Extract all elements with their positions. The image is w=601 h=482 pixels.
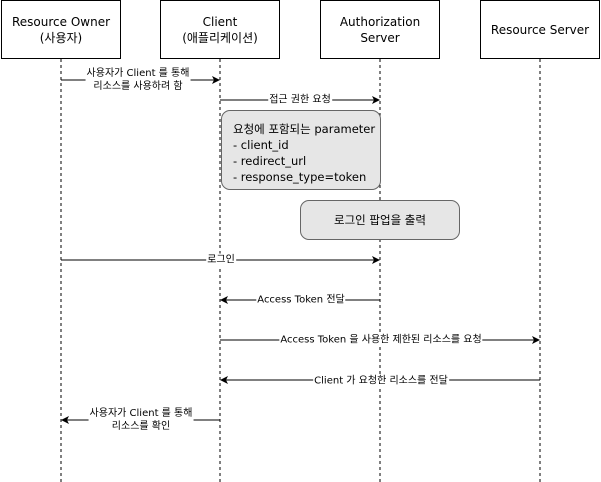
actor-resource-server: Resource Server — [480, 0, 600, 59]
message-label-resource-request: Access Token 을 사용한 제한된 리소스를 요청 — [279, 333, 483, 347]
lifelines — [60, 59, 541, 482]
actor-resource-owner: Resource Owner (사용자) — [1, 0, 121, 59]
actor-resource-server-name: Resource Server — [490, 22, 590, 37]
message-label-token-delivery: Access Token 전달 — [256, 293, 346, 307]
note-param-response-type: - response_type=token — [233, 170, 367, 184]
note-login-popup-text: 로그인 팝업을 출력 — [334, 213, 426, 227]
actor-authorization-server: Authorization Server — [320, 0, 440, 59]
note-title: 요청에 포함되는 parameter — [233, 122, 376, 136]
note-request-parameters: 요청에 포함되는 parameter - client_id - redirec… — [221, 110, 381, 190]
message-label-resource-delivery: Client 가 요청한 리소스를 전달 — [313, 374, 449, 388]
actor-resource-owner-sub: (사용자) — [39, 30, 83, 45]
note-param-redirect-url: - redirect_url — [233, 154, 307, 168]
actor-client: Client (애플리케이션) — [160, 0, 280, 59]
message-label-login: 로그인 — [206, 253, 236, 267]
actor-client-name: Client — [202, 14, 238, 29]
actor-resource-owner-name: Resource Owner — [11, 14, 111, 29]
actor-client-sub: (애플리케이션) — [182, 30, 258, 45]
message-label-confirm-resource: 사용자가 Client 를 통해 리소스를 확인 — [88, 407, 194, 433]
actor-authorization-server-name: Authorization Server — [339, 14, 421, 45]
message-label-request-resource: 사용자가 Client 를 통해 리소스를 사용하려 함 — [85, 67, 191, 93]
note-login-popup: 로그인 팝업을 출력 — [300, 200, 460, 240]
message-label-access-request: 접근 권한 요청 — [268, 93, 332, 107]
note-param-client-id: - client_id — [233, 138, 289, 152]
